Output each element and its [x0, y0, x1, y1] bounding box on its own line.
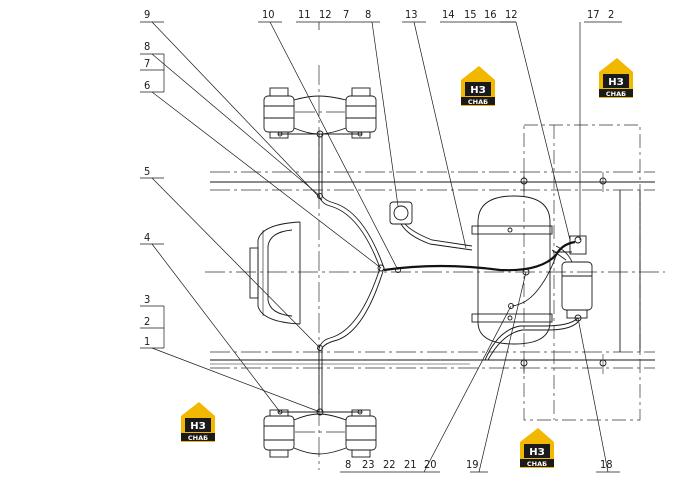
callout-bottom-18: 18	[600, 458, 613, 471]
callout-top-10: 10	[262, 8, 275, 21]
callout-left-7: 7	[144, 57, 150, 70]
callout-left-4: 4	[144, 231, 150, 244]
callout-top-2: 2	[608, 8, 614, 21]
logo-caption: СНАБ	[188, 434, 208, 442]
logo-watermark-1: НЗ СНАБ	[461, 66, 495, 106]
rear-frame-outline	[520, 124, 641, 421]
bottom-leaders	[340, 271, 620, 473]
callout-top-15: 15	[464, 8, 477, 21]
bottom-callout-labels: 8 23 22 21 20 19 18	[345, 458, 613, 471]
callout-top-8: 8	[365, 8, 371, 21]
callout-bottom-22: 22	[383, 458, 396, 471]
axle-differential	[249, 221, 301, 325]
brake-valve-chamber	[551, 235, 593, 322]
front-top-wheel-hubs	[263, 87, 377, 139]
callout-top-11: 11	[298, 8, 311, 21]
logo-caption: СНАБ	[468, 98, 488, 106]
left-callout-labels: 8 7 6 5 4 3 2 1	[144, 40, 150, 348]
air-reservoir	[471, 195, 553, 345]
centerlines	[205, 65, 665, 470]
callout-top-13: 13	[405, 8, 418, 21]
callout-bottom-8: 8	[345, 458, 351, 471]
logo-caption: СНАБ	[606, 90, 626, 98]
callout-top-7: 7	[343, 8, 349, 21]
callout-left-3: 3	[144, 293, 150, 306]
callout-top-9: 9	[144, 8, 150, 21]
callout-top-12b: 12	[505, 8, 518, 21]
callout-left-8: 8	[144, 40, 150, 53]
front-brake-lines	[316, 130, 385, 416]
callout-left-2: 2	[144, 315, 150, 328]
logo-caption: СНАБ	[527, 460, 547, 468]
logo-letters: НЗ	[529, 447, 544, 458]
callout-left-1: 1	[144, 335, 150, 348]
left-leaders	[140, 53, 382, 413]
logo-letters: НЗ	[608, 77, 623, 88]
callout-top-17: 17	[587, 8, 600, 21]
rear-brake-lines	[484, 251, 579, 361]
callout-bottom-19: 19	[466, 458, 479, 471]
logo-letters: НЗ	[470, 85, 485, 96]
logo-letters: НЗ	[190, 421, 205, 432]
logo-watermark-4: НЗ СНАБ	[520, 428, 554, 468]
callout-bottom-21: 21	[404, 458, 417, 471]
logo-watermark-2: НЗ СНАБ	[599, 58, 633, 98]
top-leaders	[140, 21, 622, 271]
top-callout-labels: 9 10 11 12 7 8 13 14 15 16 12 17 2	[144, 8, 614, 21]
frame-rails	[210, 181, 655, 365]
callout-left-6: 6	[144, 79, 150, 92]
callout-top-14: 14	[442, 8, 455, 21]
callout-top-12: 12	[319, 8, 332, 21]
front-bottom-wheel-hubs	[263, 409, 377, 458]
main-brake-line	[383, 240, 576, 273]
brake-hose	[389, 201, 473, 251]
callout-bottom-20: 20	[424, 458, 437, 471]
callout-left-5: 5	[144, 165, 150, 178]
callout-bottom-23: 23	[362, 458, 375, 471]
callout-top-16: 16	[484, 8, 497, 21]
logo-watermark-3: НЗ СНАБ	[181, 402, 215, 442]
